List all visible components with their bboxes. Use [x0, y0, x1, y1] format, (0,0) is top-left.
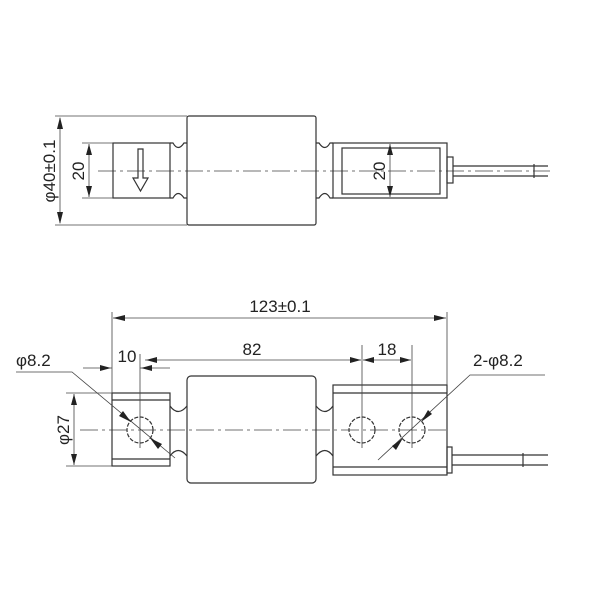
right-block	[332, 384, 448, 476]
dimension-arrow	[387, 144, 393, 197]
main-body	[186, 115, 317, 226]
right-hole-pitch-label: 18	[378, 340, 397, 359]
left-height-label: 20	[69, 162, 88, 181]
left-notch	[169, 405, 188, 457]
right-notch	[316, 142, 333, 199]
right-height-label: 20	[370, 162, 389, 181]
dimension-arrow	[392, 410, 432, 450]
dimension-arrow	[363, 357, 411, 363]
left-block	[112, 142, 171, 199]
main-body	[186, 375, 317, 484]
dimension-arrow	[86, 144, 92, 197]
left-notch	[170, 142, 187, 199]
cable-gland	[446, 446, 453, 474]
right-holes-label: 2-φ8.2	[473, 351, 523, 370]
leader-line	[377, 374, 545, 461]
block-diameter-label: φ27	[54, 415, 73, 445]
load-direction-arrow-icon	[131, 148, 150, 193]
dimension-arrow	[141, 365, 152, 371]
leader-line	[16, 371, 176, 459]
left-offset-label: 10	[118, 347, 137, 366]
left-block	[111, 392, 171, 467]
dimension-arrow	[100, 365, 111, 371]
cable-gland	[446, 156, 454, 184]
top-view: φ40±0.1 20 20	[40, 115, 550, 226]
dimension-arrow	[119, 411, 162, 449]
length-label: 123±0.1	[249, 297, 310, 316]
hole-spacing-label: 82	[243, 340, 262, 359]
diameter-label: φ40±0.1	[40, 140, 59, 203]
dimension-arrow	[57, 117, 63, 224]
side-view: 123±0.1 10 82 18 φ8.2 2-φ8.2 φ27	[16, 297, 548, 484]
left-hole-label: φ8.2	[16, 351, 51, 370]
right-notch	[315, 405, 334, 457]
